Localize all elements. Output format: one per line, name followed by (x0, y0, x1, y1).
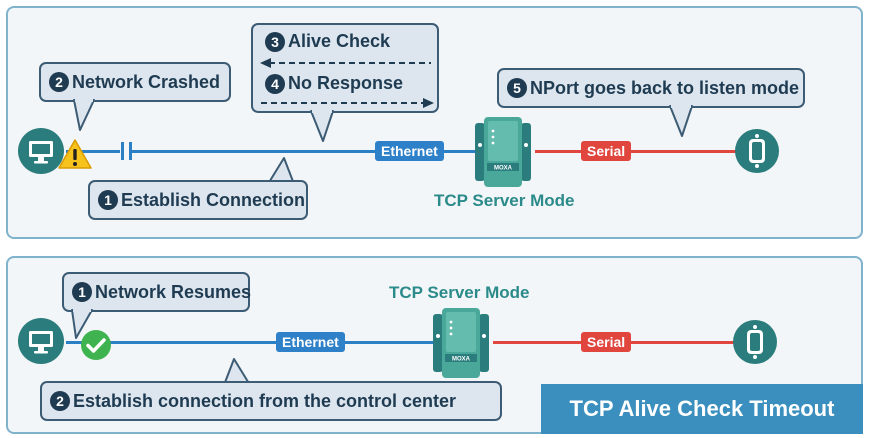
mode-label: TCP Server Mode (389, 283, 530, 302)
nport-device-icon: MOXA (431, 306, 491, 380)
bubble-text: Establish Connection (121, 189, 306, 210)
diagram-title: TCP Alive Check Timeout (541, 384, 863, 434)
serial-line (535, 150, 750, 153)
pointer-listen-mode (669, 104, 693, 137)
step-number: 1 (98, 190, 118, 210)
ethernet-label: Ethernet (375, 141, 444, 161)
bubble-establish-connection: 1 Establish Connection (88, 180, 308, 220)
serial-label: Serial (581, 332, 632, 352)
step-number: 4 (265, 73, 285, 94)
serial-device-icon (733, 320, 777, 364)
bubble-network-resumes: 1 Network Resumes (62, 272, 252, 312)
ethernet-line-right (132, 150, 487, 153)
arrow-right-dashed-icon (261, 98, 434, 108)
computer-icon (18, 128, 64, 174)
bubble-establish-control-center: 2 Establish connection from the control … (40, 381, 502, 421)
ethernet-line (66, 341, 439, 344)
step-number: 2 (49, 72, 69, 92)
bubble-text: No Response (288, 73, 404, 93)
svg-text:MOXA: MOXA (494, 166, 513, 172)
serial-device-icon (735, 129, 779, 173)
nport-device-icon: MOXA (473, 115, 533, 189)
pointer-network-resumes (71, 308, 93, 339)
pointer-alive-check (310, 109, 334, 142)
bubble-text: NPort goes back to listen mode (530, 77, 800, 98)
break-mark-left (121, 142, 124, 160)
serial-label: Serial (581, 141, 632, 161)
bubble-text: Alive Check (288, 31, 391, 51)
svg-text:MOXA: MOXA (452, 357, 471, 363)
step-number: 2 (50, 391, 70, 411)
bubble-listen-mode: 5 NPort goes back to listen mode (497, 68, 805, 108)
step-number: 5 (507, 78, 527, 98)
arrow-left-dashed-icon (260, 58, 431, 68)
break-mark-right (129, 142, 132, 160)
bubble-alive-check: 3 Alive Check 4 No Response (251, 23, 439, 113)
ethernet-line-left (66, 150, 120, 153)
bubble-text: Network Resumes (95, 281, 252, 302)
step-number: 3 (265, 31, 285, 52)
bubble-text: Establish connection from the control ce… (73, 390, 457, 411)
check-icon (80, 329, 112, 361)
bubble-network-crashed: 2 Network Crashed (39, 62, 231, 102)
step-number: 1 (72, 282, 92, 302)
mode-label: TCP Server Mode (434, 191, 575, 210)
warning-icon (58, 138, 92, 170)
computer-icon (18, 318, 64, 364)
pointer-network-crashed (73, 98, 95, 131)
bubble-text: Network Crashed (72, 71, 221, 92)
ethernet-label: Ethernet (276, 332, 345, 352)
